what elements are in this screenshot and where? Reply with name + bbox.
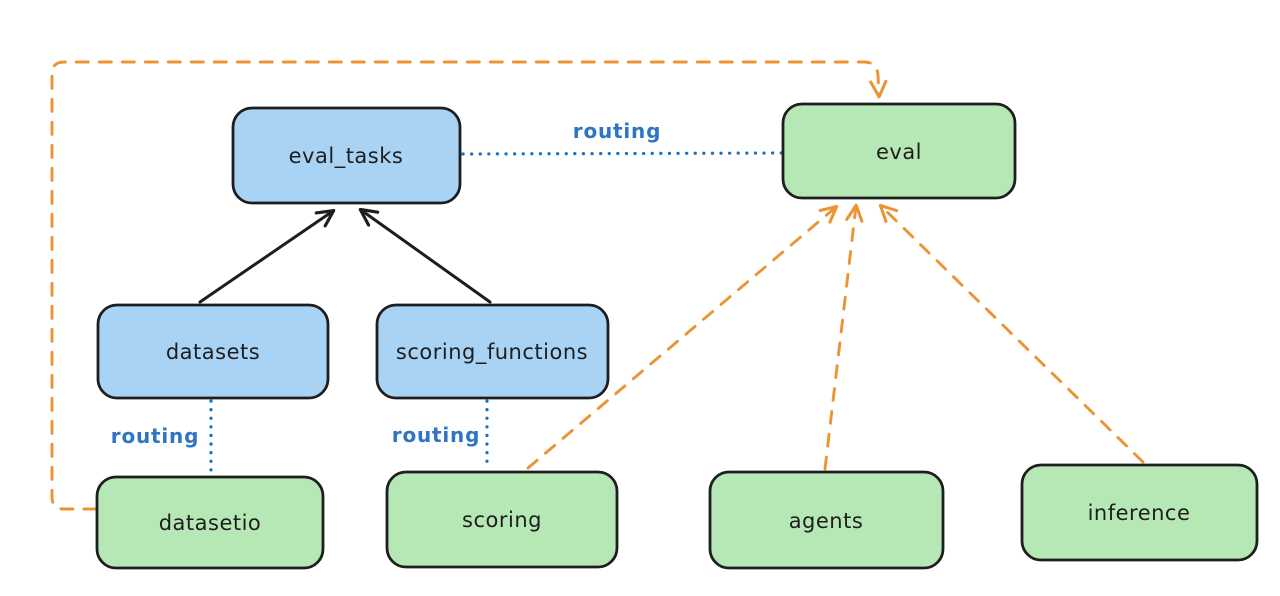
node-agents: agents xyxy=(708,470,945,570)
node-datasetio-box xyxy=(95,475,325,570)
node-datasets-box xyxy=(96,303,330,400)
node-scoring-box xyxy=(385,470,619,569)
routing-label-scoring-functions-scoring: routing xyxy=(392,423,480,447)
edges-layer xyxy=(50,60,1145,511)
edge-eval-tasks-to-eval-routing xyxy=(461,151,785,156)
node-agents-label: agents xyxy=(789,509,864,533)
node-datasetio-label: datasetio xyxy=(159,511,262,535)
node-scoring-label: scoring xyxy=(462,508,542,532)
routing-label-eval-tasks-eval: routing xyxy=(573,119,661,143)
node-datasets: datasets xyxy=(96,303,330,400)
node-inference-label: inference xyxy=(1088,501,1191,525)
edge-datasets-to-eval-tasks xyxy=(198,208,336,304)
node-scoring-functions-label: scoring_functions xyxy=(396,340,588,365)
node-scoring: scoring xyxy=(385,470,619,569)
node-inference-box xyxy=(1020,463,1259,562)
node-eval-tasks-label: eval_tasks xyxy=(289,144,404,169)
node-eval-box xyxy=(781,102,1017,200)
routing-label-datasets-datasetio: routing xyxy=(111,424,199,448)
node-datasetio: datasetio xyxy=(95,475,325,570)
node-scoring-functions-box xyxy=(375,303,610,400)
node-inference: inference xyxy=(1020,463,1259,562)
node-agents-box xyxy=(708,470,945,570)
node-eval-tasks-box xyxy=(231,106,462,205)
edge-scoring-functions-to-eval-tasks xyxy=(358,207,492,304)
node-scoring-functions: scoring_functions xyxy=(375,303,610,400)
node-eval-label: eval xyxy=(876,140,922,164)
edge-datasetio-to-eval-loop xyxy=(50,60,888,511)
node-datasets-label: datasets xyxy=(166,340,260,364)
edge-inference-to-eval xyxy=(878,203,1145,464)
node-eval-tasks: eval_tasks xyxy=(231,106,462,205)
edge-labels-layer: routing routing routing xyxy=(111,119,661,448)
nodes-layer: eval_tasks eval datasets scoring_functio… xyxy=(95,102,1259,570)
node-eval: eval xyxy=(781,102,1017,200)
